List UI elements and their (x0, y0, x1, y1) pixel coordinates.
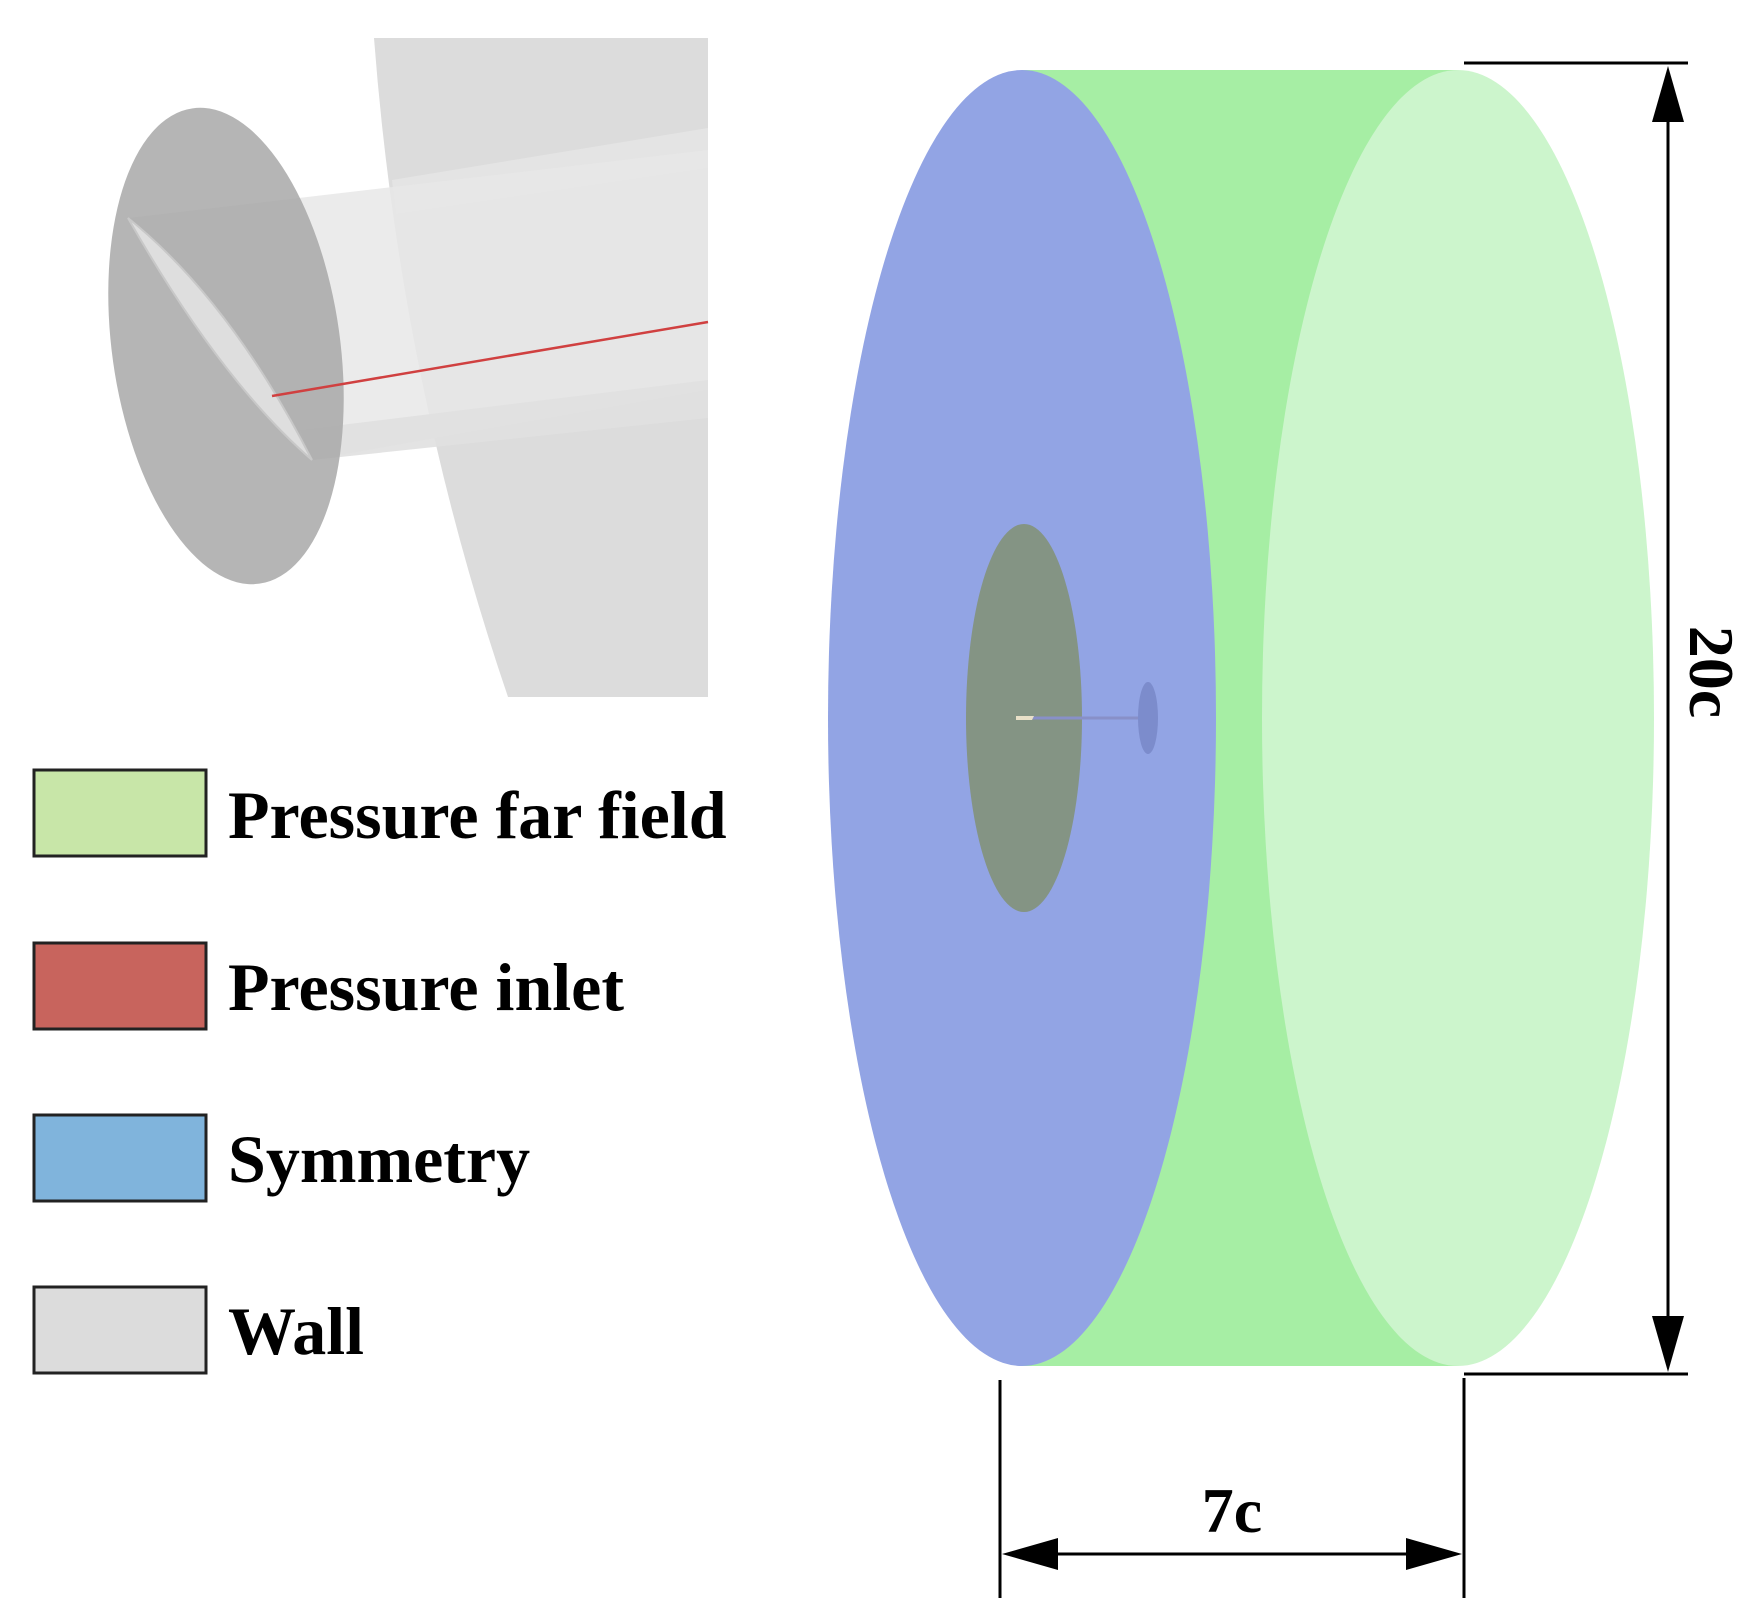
legend-swatch-symmetry (32, 1113, 208, 1203)
legend: Pressure far field Pressure inlet Symmet… (32, 768, 727, 1375)
far-field-back-face (1262, 70, 1654, 1366)
legend-item-pressure-far-field: Pressure far field (32, 768, 727, 858)
height-dimension-label: 20c (1676, 626, 1746, 718)
airfoil-section (127, 217, 313, 461)
pressure-inlet-line (271, 320, 709, 398)
width-arrow-right (1406, 1538, 1462, 1570)
legend-label-symmetry: Symmetry (228, 1121, 530, 1197)
legend-item-symmetry: Symmetry (32, 1113, 530, 1203)
height-arrow-top (1652, 66, 1684, 122)
legend-label-wall: Wall (228, 1293, 364, 1369)
legend-swatch-pressure-inlet (32, 941, 208, 1031)
blade-tip-disc (1138, 682, 1158, 754)
detail-inset (108, 38, 709, 697)
legend-item-pressure-inlet: Pressure inlet (32, 941, 624, 1031)
width-arrow-left (1002, 1538, 1058, 1570)
height-arrow-bottom (1652, 1316, 1684, 1372)
blade-section-lower (300, 380, 708, 460)
legend-swatch-pressure-far-field (32, 768, 208, 858)
airfoil-mark (1016, 716, 1034, 720)
legend-swatch-wall (32, 1285, 208, 1375)
legend-item-wall: Wall (32, 1285, 364, 1375)
height-dimension: 20c (1464, 61, 1746, 1376)
legend-label-pressure-inlet: Pressure inlet (228, 949, 624, 1025)
width-dimension-label: 7c (1202, 1475, 1262, 1546)
cylinder-domain (828, 70, 1654, 1366)
legend-label-pressure-far-field: Pressure far field (228, 777, 727, 853)
width-dimension: 7c (998, 1378, 1466, 1598)
